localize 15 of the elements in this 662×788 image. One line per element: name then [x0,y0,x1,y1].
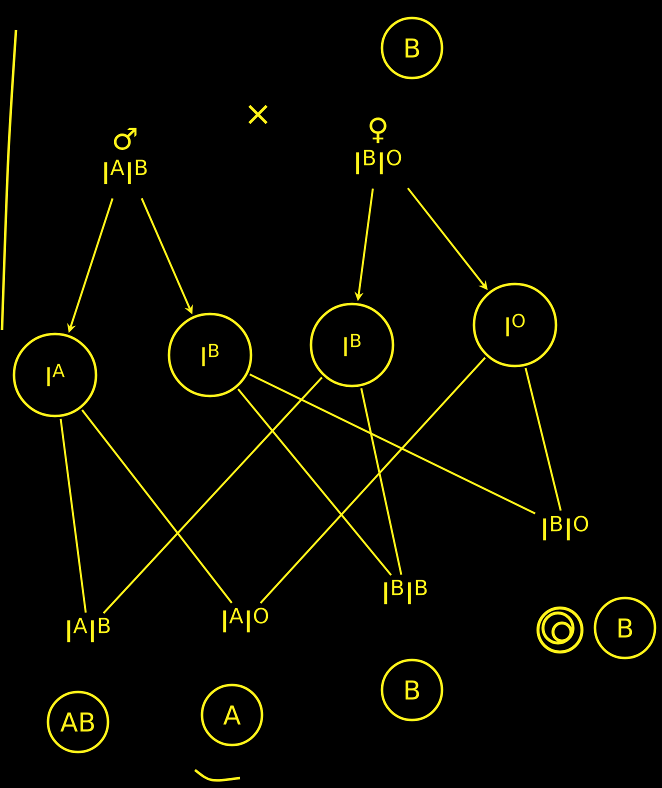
offspring-genotype: I$^{A}$I$^{B}$ [67,618,110,642]
connector-line [360,388,402,575]
connector-line [260,356,486,604]
parent-genotype: ♀ I$^{B}$I$^{O}$ [356,117,402,174]
connector-line [524,368,562,511]
offspring-genotype: I$^{A}$I$^{O}$ [223,608,268,632]
cross-sign: × [248,104,268,124]
connector-line [60,418,87,613]
offspring-genotype: I$^{B}$I$^{O}$ [543,516,588,540]
connector-line [237,388,392,576]
offspring-genotype: I$^{B}$I$^{B}$ [384,580,427,604]
connector-line [81,409,233,604]
parent-genotype: ♂ I$^{A}$I$^{B}$ [104,128,147,184]
connector-line [249,374,536,514]
connector-line [102,376,323,614]
